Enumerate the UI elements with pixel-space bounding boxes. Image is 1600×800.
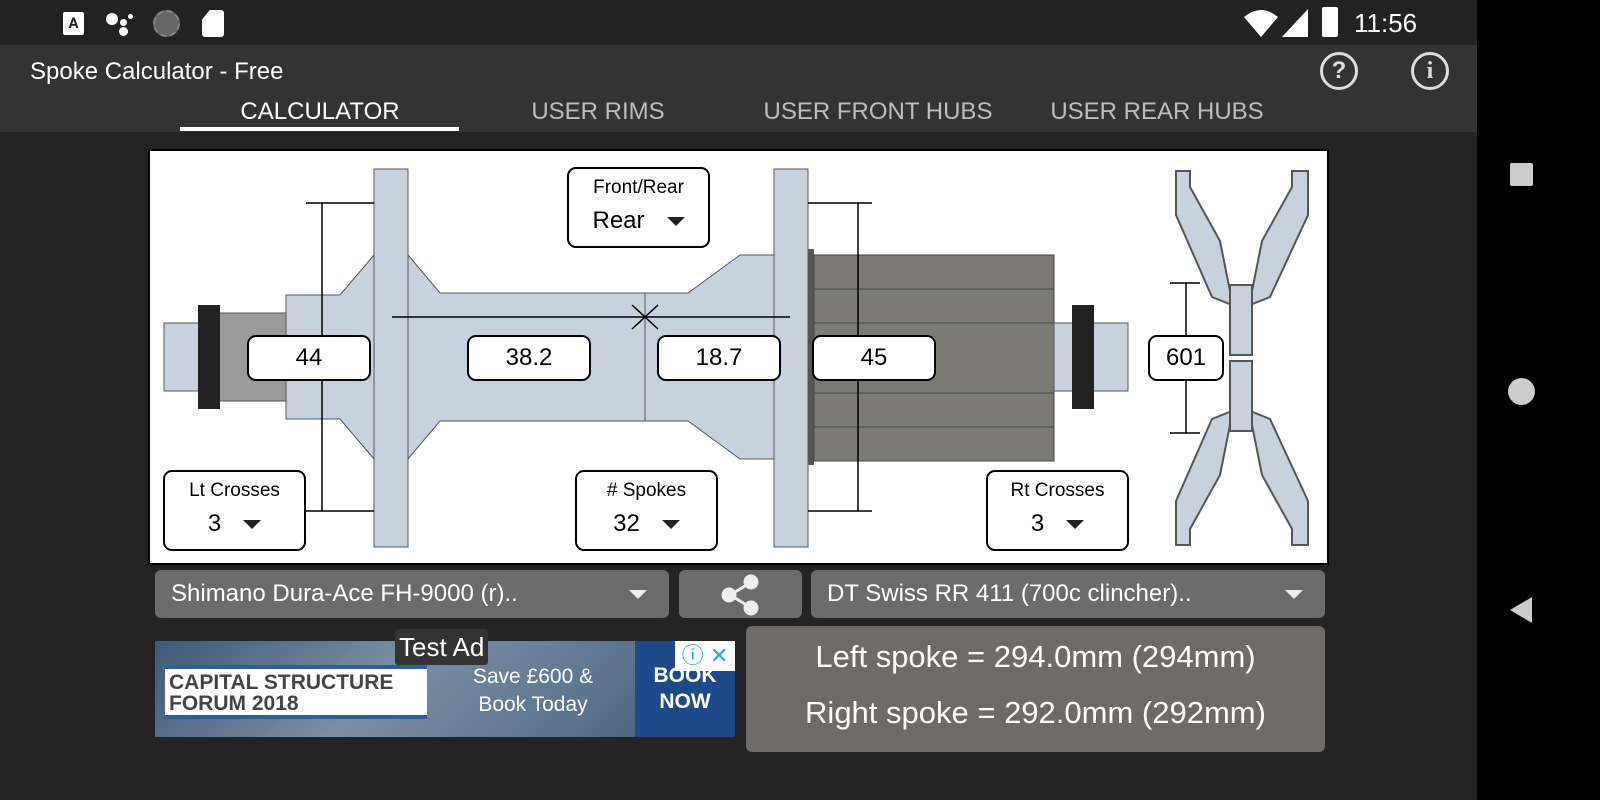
left-center-to-flange-field[interactable]: 38.2 bbox=[467, 335, 591, 381]
battery-charging-icon bbox=[1322, 7, 1338, 37]
wifi-icon bbox=[1244, 10, 1278, 37]
ad-offer: Save £600 & Book Today bbox=[472, 665, 594, 716]
help-icon[interactable]: ? bbox=[1320, 52, 1358, 90]
accessibility-icon: A bbox=[63, 12, 84, 35]
spokes-select[interactable]: # Spokes 32 bbox=[575, 470, 718, 551]
share-button[interactable] bbox=[679, 570, 802, 618]
tab-user-front-hubs[interactable]: USER FRONT HUBS bbox=[763, 98, 993, 125]
chevron-down-icon bbox=[1066, 520, 1085, 530]
clock: 11:56 bbox=[1354, 8, 1418, 38]
recents-button[interactable] bbox=[1510, 163, 1533, 186]
share-icon bbox=[721, 574, 759, 616]
sync-icon bbox=[153, 10, 180, 37]
chevron-down-icon bbox=[629, 590, 647, 599]
left-spoke-result: Left spoke = 294.0mm (294mm) bbox=[815, 639, 1256, 674]
right-spoke-result: Right spoke = 292.0mm (292mm) bbox=[805, 695, 1266, 730]
right-center-to-flange-field[interactable]: 18.7 bbox=[657, 335, 781, 381]
navigation-bar bbox=[1477, 0, 1600, 800]
chevron-down-icon bbox=[1285, 590, 1303, 599]
status-bar: A 11:56 bbox=[0, 0, 1477, 45]
left-flange-diameter-field[interactable]: 44 bbox=[247, 335, 371, 381]
tab-indicator bbox=[180, 127, 459, 131]
ad-close-icon[interactable]: ⓘ ✕ bbox=[675, 641, 735, 671]
back-button[interactable] bbox=[1510, 597, 1532, 623]
tab-user-rims[interactable]: USER RIMS bbox=[531, 98, 665, 125]
info-icon[interactable]: i bbox=[1411, 52, 1449, 90]
chevron-down-icon bbox=[666, 217, 685, 227]
hub-diagram: Front/Rear Rear 44 38.2 18.7 45 601 Lt C… bbox=[148, 149, 1329, 565]
lt-crosses-select[interactable]: Lt Crosses 3 bbox=[163, 470, 306, 551]
signal-icon bbox=[1282, 9, 1308, 37]
rt-crosses-select[interactable]: Rt Crosses 3 bbox=[986, 470, 1129, 551]
home-button[interactable] bbox=[1508, 378, 1535, 405]
test-ad-badge: Test Ad bbox=[395, 629, 489, 665]
sd-card-icon bbox=[202, 10, 224, 37]
assistant-icon bbox=[106, 13, 134, 37]
tab-calculator[interactable]: CALCULATOR bbox=[240, 98, 400, 125]
app-bar bbox=[0, 45, 1477, 132]
result-panel: Left spoke = 294.0mm (294mm) Right spoke… bbox=[746, 626, 1325, 752]
rim-select[interactable]: DT Swiss RR 411 (700c clincher).. bbox=[811, 570, 1325, 618]
chevron-down-icon bbox=[243, 520, 262, 530]
front-rear-select[interactable]: Front/Rear Rear bbox=[567, 167, 710, 248]
ad-brand: CAPITAL STRUCTURE FORUM 2018 bbox=[165, 665, 427, 719]
rim-profile-icon bbox=[1175, 170, 1309, 546]
chevron-down-icon bbox=[661, 520, 680, 530]
right-flange-diameter-field[interactable]: 45 bbox=[812, 335, 936, 381]
tab-user-rear-hubs[interactable]: USER REAR HUBS bbox=[1050, 98, 1264, 125]
app-title: Spoke Calculator - Free bbox=[30, 58, 284, 85]
erd-field[interactable]: 601 bbox=[1148, 335, 1224, 381]
hub-select[interactable]: Shimano Dura-Ace FH-9000 (r).. bbox=[155, 570, 669, 618]
